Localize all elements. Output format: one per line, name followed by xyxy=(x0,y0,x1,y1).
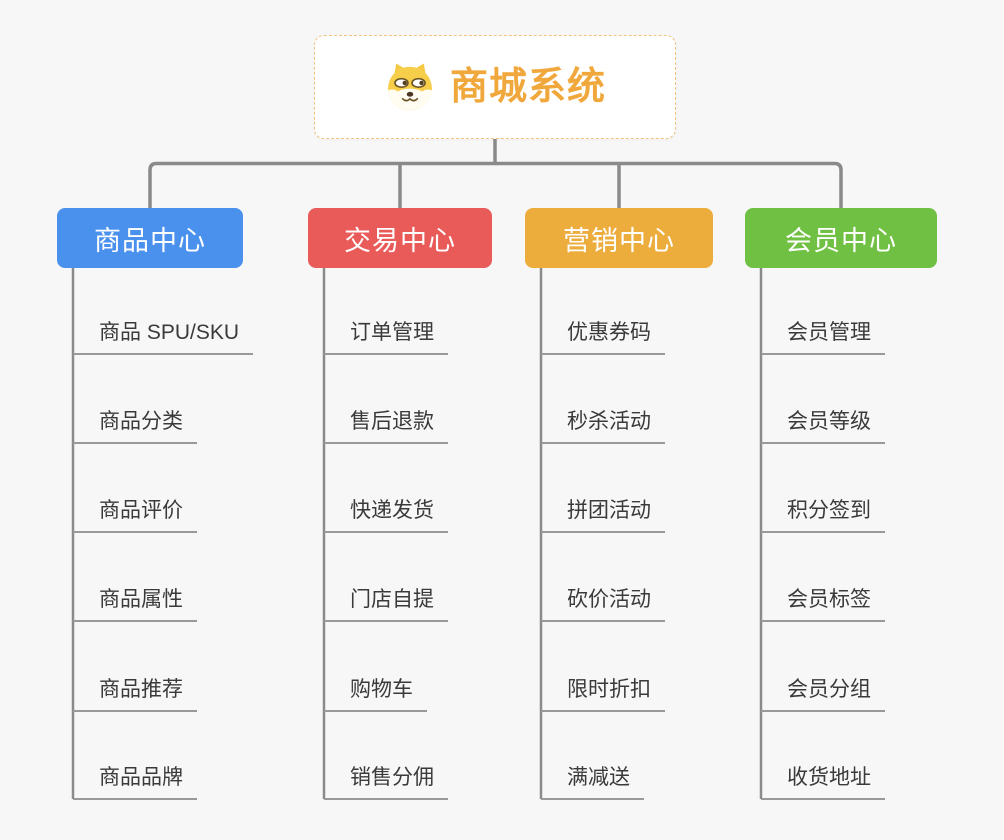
root-title: 商城系统 xyxy=(449,66,606,108)
leaf-node[interactable]: 优惠券码 xyxy=(541,311,665,355)
branch-node-member-center[interactable]: 会员中心 xyxy=(745,208,937,268)
leaf-node[interactable]: 快递发货 xyxy=(324,489,448,533)
leaf-node[interactable]: 商品 SPU/SKU xyxy=(73,311,254,355)
branch-label: 交易中心 xyxy=(344,225,456,256)
leaf-node[interactable]: 销售分佣 xyxy=(324,756,448,800)
root-node-mall-system[interactable]: 商城系统 xyxy=(314,35,676,139)
leaf-node[interactable]: 会员管理 xyxy=(761,311,885,355)
leaf-node[interactable]: 收货地址 xyxy=(761,756,885,800)
leaf-node[interactable]: 会员分组 xyxy=(761,668,885,712)
leaf-node[interactable]: 门店自提 xyxy=(324,578,448,622)
branch-node-product-center[interactable]: 商品中心 xyxy=(57,208,243,268)
leaf-node[interactable]: 积分签到 xyxy=(761,489,885,533)
branch-label: 会员中心 xyxy=(785,225,897,256)
leaf-node[interactable]: 商品品牌 xyxy=(73,756,197,800)
leaf-node[interactable]: 会员标签 xyxy=(761,578,885,622)
leaf-node[interactable]: 购物车 xyxy=(324,668,427,712)
leaf-node[interactable]: 商品属性 xyxy=(73,578,197,622)
leaf-node[interactable]: 砍价活动 xyxy=(541,578,665,622)
leaf-node[interactable]: 商品推荐 xyxy=(73,668,197,712)
leaf-node[interactable]: 秒杀活动 xyxy=(541,400,665,444)
dog-face-icon xyxy=(388,63,432,111)
branch-label: 营销中心 xyxy=(563,225,675,256)
leaf-node[interactable]: 限时折扣 xyxy=(541,668,665,712)
leaf-node[interactable]: 售后退款 xyxy=(324,400,448,444)
branch-node-marketing-center[interactable]: 营销中心 xyxy=(525,208,713,268)
leaf-node[interactable]: 满减送 xyxy=(541,756,644,800)
branch-label: 商品中心 xyxy=(94,225,206,256)
branch-node-trade-center[interactable]: 交易中心 xyxy=(308,208,492,268)
leaf-node[interactable]: 拼团活动 xyxy=(541,489,665,533)
leaf-node[interactable]: 商品分类 xyxy=(73,400,197,444)
leaf-node[interactable]: 会员等级 xyxy=(761,400,885,444)
leaf-node[interactable]: 商品评价 xyxy=(73,489,197,533)
leaf-node[interactable]: 订单管理 xyxy=(324,311,448,355)
